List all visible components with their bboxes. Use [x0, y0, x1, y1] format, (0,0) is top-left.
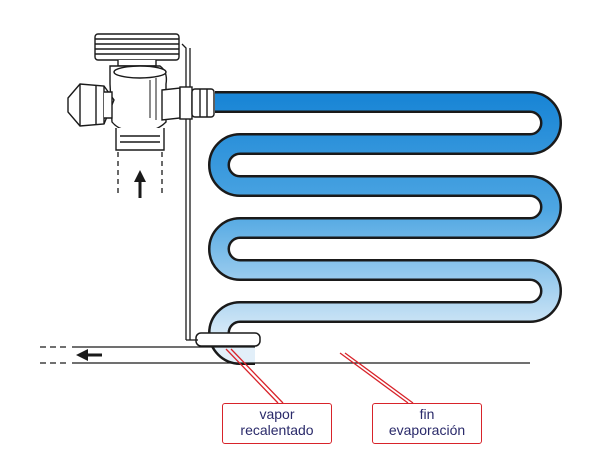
fin-evaporacion-label: fin evaporación [372, 403, 482, 444]
sensing-bulb [195, 332, 261, 347]
vapor-recalentado-label: vapor recalentado [222, 403, 332, 444]
callout-lines [225, 348, 414, 404]
inlet-pipe [117, 152, 163, 195]
evaporator-coil [208, 91, 562, 365]
vapor-label-line1: vapor [259, 406, 295, 422]
up-arrow-icon [134, 170, 146, 198]
expansion-valve [67, 33, 215, 151]
left-arrow-icon [76, 349, 102, 361]
fin-label-line2: evaporación [388, 422, 466, 438]
suction-line [40, 346, 530, 364]
fin-label-line1: fin [419, 406, 435, 422]
coil-fill [210, 93, 560, 363]
vapor-label-line2: recalentado [240, 422, 314, 438]
